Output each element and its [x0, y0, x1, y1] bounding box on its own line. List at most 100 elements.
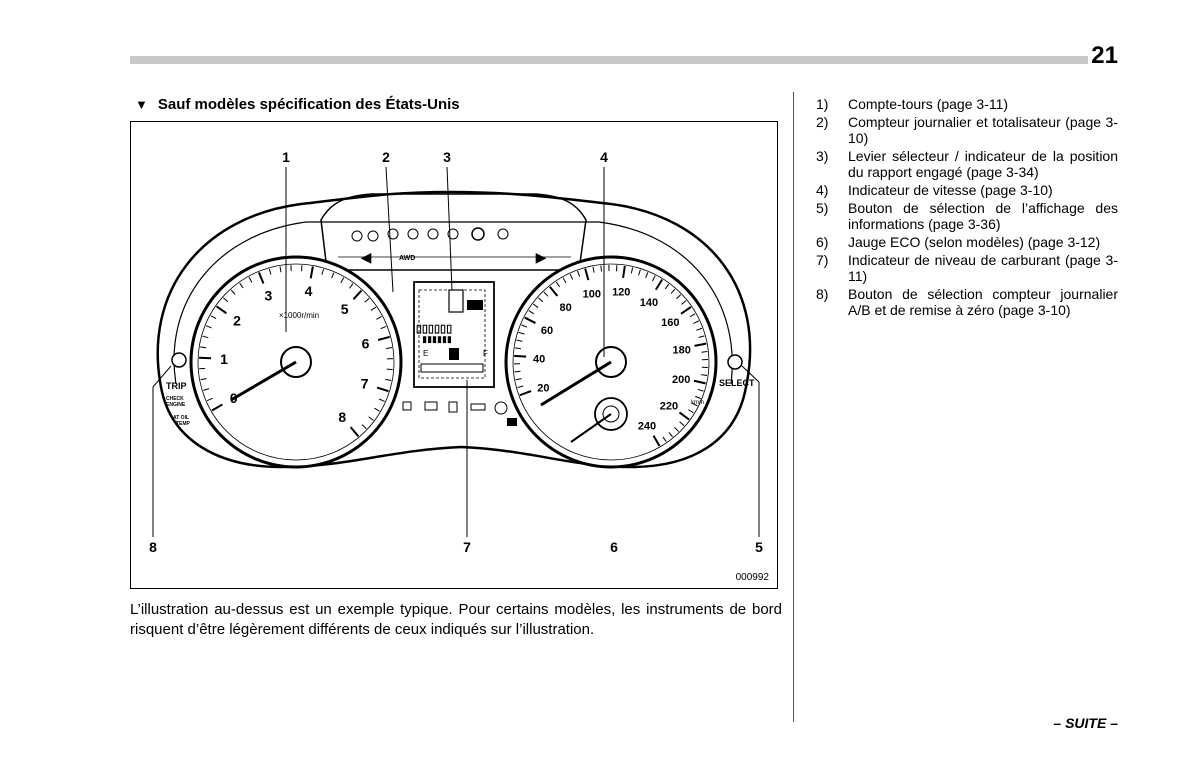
- gauge-tick: [664, 283, 670, 290]
- fuel-empty-label: E: [423, 349, 428, 358]
- gauge-tick: [543, 291, 549, 297]
- svg-text:▮▮▮▮▮▮: ▮▮▮▮▮▮: [422, 334, 452, 344]
- list-item: 8)Bouton de sélection compteur journalie…: [816, 286, 1118, 318]
- gauge-tick: [674, 426, 679, 432]
- gauge-numeral: 180: [673, 344, 691, 356]
- gauge-tick: [569, 273, 574, 280]
- gauge-tick: [537, 297, 544, 303]
- gauge-numeral: 20: [537, 383, 549, 395]
- gauge-numeral: 80: [559, 302, 571, 314]
- gauge-tick: [592, 266, 595, 273]
- gauge-tick: [211, 403, 223, 412]
- gauge-tick: [670, 288, 676, 294]
- gauge-tick: [679, 421, 685, 427]
- header-rule: [130, 56, 1088, 64]
- gauge-numeral: 140: [640, 297, 658, 309]
- gauge-numeral: 100: [583, 289, 601, 301]
- reference-list: 1)Compte-tours (page 3-11) 2)Compteur jo…: [816, 96, 1118, 320]
- gauge-tick: [668, 431, 674, 438]
- gauge-tick: [630, 267, 634, 274]
- list-item: 4)Indicateur de vitesse (page 3-10): [816, 182, 1053, 198]
- gauge-tick: [691, 402, 698, 407]
- gauge-numeral: 6: [362, 335, 370, 351]
- gauge-tick: [689, 313, 696, 318]
- gauge-tick: [516, 339, 523, 342]
- gauge-tick: [651, 275, 656, 282]
- callout-1: 1: [282, 149, 290, 165]
- callout-leaders: [152, 166, 760, 537]
- instrument-cluster-figure: 012345678 ×1000r/min 2040608010012014016…: [130, 121, 778, 589]
- gauge-tick: [701, 351, 708, 353]
- triangle-marker-icon: ▼: [135, 97, 148, 112]
- gauge-tick: [206, 397, 213, 402]
- tachometer: 012345678 ×1000r/min: [189, 255, 403, 469]
- gauge-tick: [349, 283, 354, 289]
- page-number: 21: [1091, 42, 1118, 69]
- gauge-tick: [279, 266, 282, 273]
- gauge-tick: [248, 276, 253, 283]
- gauge-tick: [515, 378, 522, 381]
- gauge-tick: [577, 270, 581, 277]
- gauge-numeral: 1: [220, 351, 228, 367]
- gauge-tick: [321, 268, 325, 275]
- figure-caption: L’illustration au-dessus est un exemple …: [130, 601, 782, 638]
- callout-5: 5: [755, 539, 763, 555]
- gauge-tick: [697, 388, 704, 392]
- gauge-numeral: 8: [338, 409, 346, 425]
- gauge-numeral: 60: [541, 325, 553, 337]
- speedometer-unit: km/h: [691, 400, 704, 406]
- gauge-tick: [385, 347, 393, 350]
- gauge-tick: [694, 342, 707, 347]
- at-oil-temp-line1: AT OIL: [173, 415, 189, 421]
- gauge-tick: [696, 327, 703, 331]
- list-item: 1)Compte-tours (page 3-11): [816, 96, 1009, 112]
- gauge-tick: [239, 282, 244, 289]
- gauge-tick: [203, 388, 210, 391]
- gauge-tick: [230, 289, 236, 295]
- gauge-tick: [202, 335, 209, 339]
- gauge-tick: [368, 416, 374, 421]
- gauge-tick: [340, 277, 345, 284]
- callout-7: 7: [463, 539, 471, 555]
- gauge-numeral: 4: [305, 283, 313, 299]
- gauge-tick: [638, 269, 641, 276]
- gauge-tick: [200, 378, 207, 381]
- gauge-tick: [376, 316, 382, 320]
- gauge-numeral: 40: [533, 353, 545, 365]
- gauge-tick: [370, 306, 377, 311]
- callout-4: 4: [600, 149, 608, 165]
- gauge-tick: [693, 379, 706, 385]
- callout-6: 6: [610, 539, 618, 555]
- callout-8: 8: [149, 539, 157, 555]
- gauge-tick: [584, 268, 590, 281]
- select-label: SELECT: [719, 378, 755, 388]
- gauge-tick: [695, 395, 702, 400]
- gauge-tick: [215, 305, 227, 315]
- gauge-tick: [676, 294, 682, 300]
- gauge-tick: [524, 316, 536, 324]
- callout-3: 3: [443, 149, 451, 165]
- fuel-full-label: F: [483, 349, 488, 358]
- gauge-tick: [349, 426, 360, 437]
- select-knob: [727, 354, 743, 370]
- gauge-tick: [331, 272, 335, 279]
- gauge-tick: [378, 398, 385, 402]
- gauge-tick: [600, 265, 602, 272]
- gauge-tick: [698, 335, 705, 338]
- gauge-tick: [376, 386, 389, 393]
- gauge-tick: [654, 279, 663, 291]
- gauge-tick: [352, 289, 363, 301]
- bottom-lamp-row: [402, 401, 517, 426]
- list-item: 6)Jauge ECO (selon modèles) (page 3-12): [816, 234, 1101, 250]
- cluster-visor: [320, 193, 587, 271]
- list-item: 2)Compteur journalier et totalisateur (p…: [816, 114, 1118, 146]
- gauge-tick: [199, 356, 212, 360]
- right-side-indicators: SELECT: [719, 354, 755, 388]
- callout-2: 2: [382, 149, 390, 165]
- turn-left-icon: ◀: [361, 249, 372, 265]
- gauge-tick: [622, 265, 626, 279]
- instrument-cluster-illustration: 012345678 ×1000r/min 2040608010012014016…: [149, 149, 769, 583]
- continued-marker: – SUITE –: [1053, 715, 1118, 731]
- gauge-tick: [210, 315, 217, 320]
